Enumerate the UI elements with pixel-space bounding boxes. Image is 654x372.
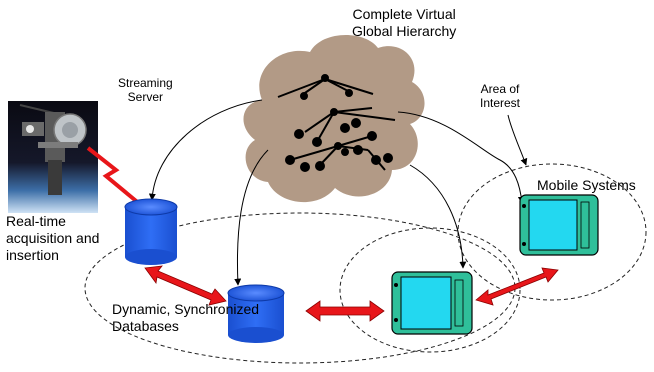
transmission-bolt-icon xyxy=(86,146,155,217)
cloud-connectors xyxy=(148,99,528,286)
streaming-server-label: Streaming Server xyxy=(118,76,173,105)
realtime-label-line2: acquisition and xyxy=(6,229,100,246)
realtime-label: Real-time acquisition and insertion xyxy=(6,213,99,263)
area-of-interest-label: Area of Interest xyxy=(480,82,520,111)
area-label-line2: Interest xyxy=(480,96,521,111)
connector-to-local-db xyxy=(234,149,269,286)
streaming-label-line2: Server xyxy=(127,90,164,105)
sync-arrow-db-to-db xyxy=(144,265,227,306)
area-of-interest-pointer xyxy=(507,114,528,166)
hierarchy-label-line1: Complete Virtual xyxy=(352,6,456,22)
hierarchy-tree-icon xyxy=(277,74,396,172)
connector-to-streaming-db xyxy=(148,99,263,201)
streaming-label-line1: Streaming xyxy=(118,76,173,90)
sync-arrow-device-to-device xyxy=(475,267,559,306)
mobile-device-right xyxy=(519,194,599,256)
hierarchy-label: Complete Virtual Global Hierarchy xyxy=(352,6,456,40)
area-label-line1: Area of xyxy=(480,82,520,96)
dynamic-label-line1: Dynamic, Synchronized xyxy=(112,301,260,317)
local-database-icon xyxy=(227,284,285,343)
connector-to-middle-device xyxy=(409,164,467,269)
sync-arrows xyxy=(144,265,559,322)
dynamic-databases-label: Dynamic, Synchronized Databases xyxy=(112,301,259,335)
connector-to-mobile-device xyxy=(397,111,525,204)
hierarchy-label-line2: Global Hierarchy xyxy=(352,22,457,39)
sync-arrow-db-to-device xyxy=(305,300,385,322)
global-hierarchy-cloud xyxy=(243,34,425,203)
streaming-database-icon xyxy=(124,198,178,265)
mobile-label-text: Mobile Systems xyxy=(537,177,636,193)
realtime-label-line3: insertion xyxy=(6,246,59,263)
device-ellipse-middle xyxy=(339,227,521,353)
mobile-systems-label: Mobile Systems xyxy=(537,177,636,194)
dynamic-label-line2: Databases xyxy=(112,317,179,334)
realtime-label-line1: Real-time xyxy=(6,213,66,229)
satellite-photo xyxy=(8,101,98,213)
mobile-device-middle xyxy=(391,271,473,335)
